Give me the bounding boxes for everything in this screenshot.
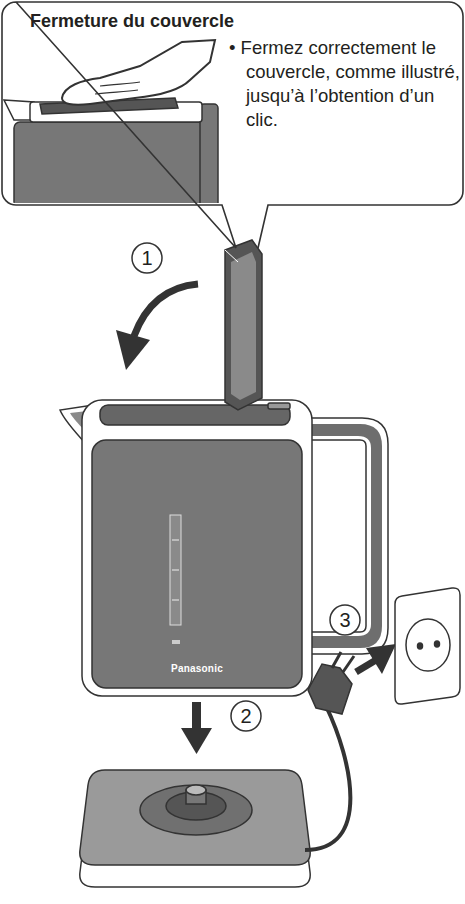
power-cord-part xyxy=(308,664,352,714)
step-arrow xyxy=(181,701,261,754)
kettle-body-part xyxy=(82,400,312,696)
power-base-part xyxy=(80,770,310,865)
wall-outlet-part xyxy=(395,588,460,704)
kettle-handle-part xyxy=(304,424,382,648)
callout-heading: Fermeture du couvercle xyxy=(30,10,234,32)
lid-detail-figure-part xyxy=(62,40,215,105)
kettle-body-part xyxy=(92,440,302,688)
step-arrow-part xyxy=(192,702,201,730)
step-arrow-part xyxy=(181,728,212,754)
lid-detail-figure xyxy=(4,40,218,203)
wall-outlet-part xyxy=(406,619,450,671)
callout-number: 3 xyxy=(339,609,350,631)
lid-detail-figure-part xyxy=(95,82,140,94)
kettle-lid-part xyxy=(231,252,256,400)
kettle-lid xyxy=(225,240,262,410)
kettle-handle xyxy=(300,418,388,654)
step-arrow-part xyxy=(366,644,396,674)
power-base-part xyxy=(186,785,206,795)
kettle-body-part xyxy=(268,403,290,409)
step-arrow xyxy=(330,605,396,674)
power-base-part xyxy=(140,785,252,835)
step-arrow-part xyxy=(231,701,261,731)
power-cord-part xyxy=(343,656,354,672)
wall-outlet-part xyxy=(418,643,423,649)
step-arrow-part xyxy=(330,605,360,635)
kettle-body xyxy=(60,400,312,696)
callout-bubble: Fermeture du couvercle • Fermez correctem… xyxy=(2,2,463,205)
kettle-handle-part xyxy=(300,418,388,654)
lid-detail-figure-part xyxy=(14,122,204,203)
callout-number: 1 xyxy=(141,247,152,269)
instruction-text: • Fermez correctement le couvercle, comm… xyxy=(229,36,461,132)
step-arrow-part xyxy=(356,660,376,672)
power-cord xyxy=(305,652,354,850)
kettle-body-part xyxy=(172,540,179,600)
power-base xyxy=(80,770,310,887)
kettle-body-part xyxy=(172,600,179,601)
kettle-body-part xyxy=(172,640,180,644)
kettle-body-part xyxy=(172,570,179,571)
kettle-lid-part xyxy=(225,240,262,410)
step-arrow-part xyxy=(116,330,150,370)
kettle-lid-part xyxy=(225,250,238,262)
kettle-body-part xyxy=(172,540,179,541)
bubble-outline-path xyxy=(2,2,463,248)
wall-outlet-part xyxy=(435,641,440,647)
step-arrow-part xyxy=(134,284,198,336)
step-arrow-part xyxy=(132,243,162,273)
power-cord-part xyxy=(305,706,350,850)
callout-number: 2 xyxy=(240,705,251,727)
wall-outlet xyxy=(395,588,460,704)
kettle-body-part xyxy=(100,405,290,425)
brand-logo: Panasonic xyxy=(171,663,223,674)
power-cord-part xyxy=(332,652,341,668)
kettle-body-part xyxy=(170,515,181,625)
step-arrow xyxy=(116,243,198,370)
